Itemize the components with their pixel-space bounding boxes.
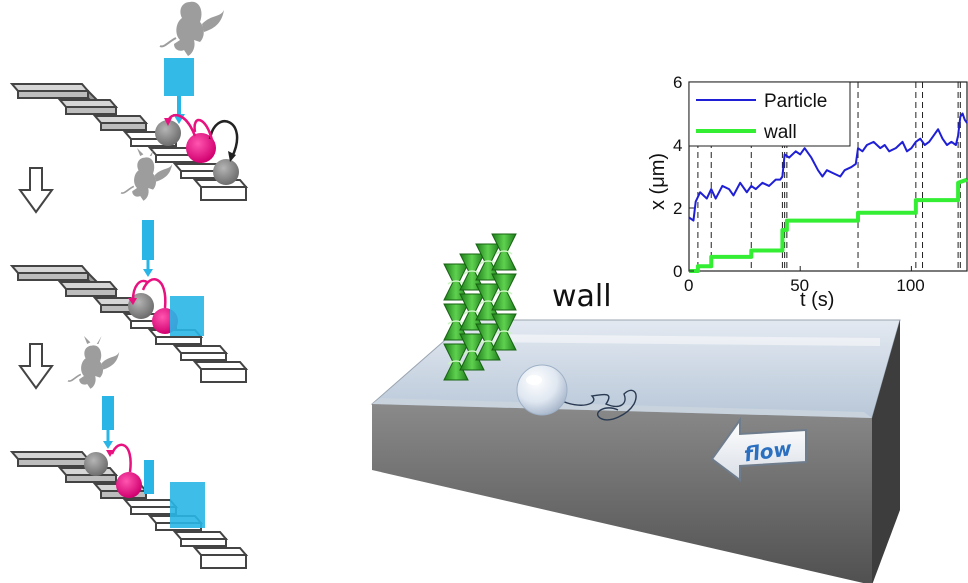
series-line-wall [689,177,968,273]
ticks-layer: 0 2 4 6 0 50 100 [673,73,925,295]
x-tick-label-2: 100 [896,276,924,295]
wall-protein-highlight [479,300,497,305]
y-tick-label-1: 2 [673,199,682,218]
x-axis-label: t (s) [800,289,834,311]
wall-protein-highlight [463,310,481,315]
wall-protein-highlight [495,250,513,255]
ratchet-panel-2 [11,147,247,383]
wall-protein-highlight [479,340,497,345]
legend-label-particle: Particle [764,91,827,112]
gray-ball-left [155,120,181,146]
wall-protein-highlight [479,260,497,265]
x-tick-label-1: 50 [790,276,809,295]
wall-protein-highlight [447,280,465,285]
flow-arrow-icon: flow [710,416,807,482]
staircase-3 [11,451,247,569]
wall-protein-highlight [495,330,513,335]
cyan-gate-2 [142,220,154,260]
legend-label-wall: wall [763,122,797,143]
y-tick-label-3: 6 [673,73,682,92]
blue-barrier-2 [170,296,204,336]
trajectory-chart: 0 2 4 6 0 50 100 Particle wall t (s) x (μm) [647,73,968,311]
y-tick-label-0: 0 [673,262,682,281]
cyan-gate-1 [164,58,194,96]
series-layer [688,112,968,273]
wall-protein-highlight [495,290,513,295]
wall-protein-highlight [463,350,481,355]
wall-label: wall [552,279,612,314]
wall-protein-highlight [447,320,465,325]
down-arrow-icon [18,167,54,214]
green-wall [443,233,517,381]
ratchet-panel-1 [11,0,247,201]
legend: Particle wall [688,81,851,147]
wall-protein-highlight [463,270,481,275]
magenta-ball [186,133,216,163]
cyan-gate-3 [102,396,114,430]
wall-protein-highlight [447,360,465,365]
x-tick-label-0: 0 [684,276,693,295]
y-tick-label-2: 4 [673,136,682,155]
demon-icon [67,335,120,390]
down-arrow-icon [18,343,54,390]
gray-ball-right [213,159,239,185]
particle-bead [516,364,568,416]
ratchet-panel-3 [11,335,247,569]
y-axis-label: x (μm) [647,153,669,210]
blue-barrier-3b [170,482,205,528]
staircase-2 [11,265,247,383]
series-line-particle [688,112,968,222]
blue-barrier-3a [144,460,154,494]
demon-icon [159,0,225,58]
